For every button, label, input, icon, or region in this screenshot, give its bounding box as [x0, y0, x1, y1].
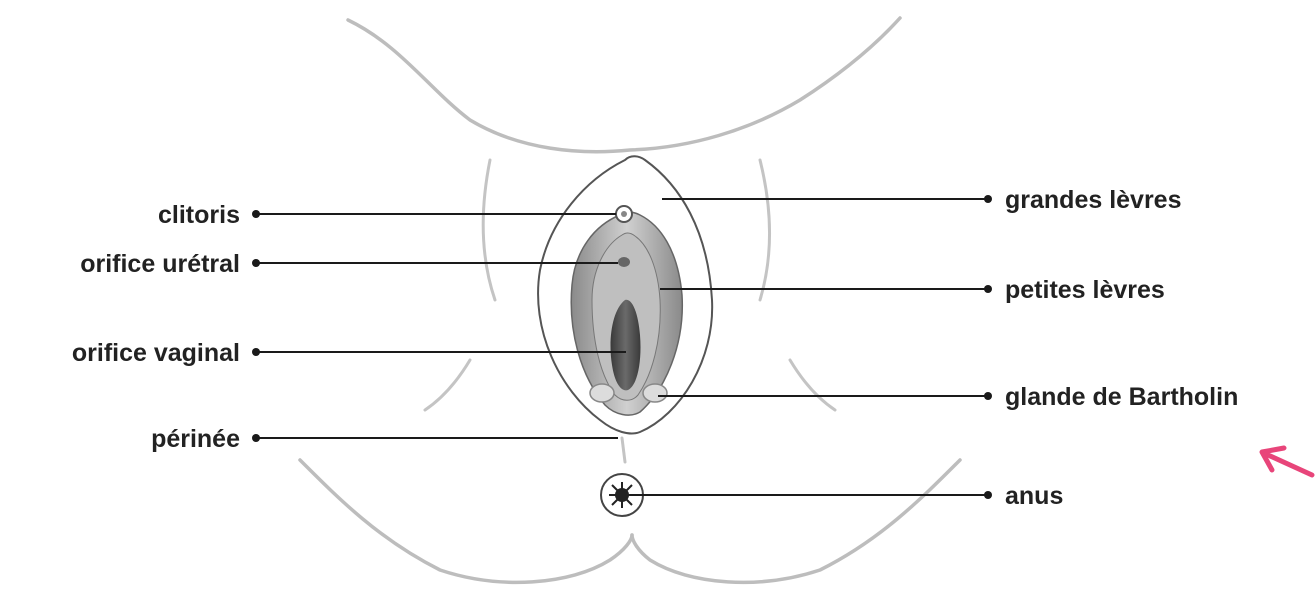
label-anus: anus [1005, 482, 1063, 510]
urethral-orifice-shape [618, 257, 630, 267]
label-orifice-vaginal: orifice vaginal [72, 339, 240, 367]
label-perinee-group: périnée [151, 425, 618, 453]
label-glande-bartholin: glande de Bartholin [1005, 383, 1238, 411]
label-clitoris: clitoris [158, 201, 240, 229]
label-petites-levres-group: petites lèvres [660, 276, 1165, 304]
bartholin-gland-left [590, 384, 614, 402]
label-glande-bartholin-group: glande de Bartholin [658, 383, 1238, 411]
label-orifice-vaginal-group: orifice vaginal [72, 339, 626, 367]
arrow-pointer-icon [1262, 448, 1312, 475]
label-petites-levres: petites lèvres [1005, 276, 1165, 304]
label-orifice-uretral-group: orifice urétral [80, 250, 618, 278]
label-grandes-levres: grandes lèvres [1005, 186, 1182, 214]
bartholin-gland-right [643, 384, 667, 402]
label-perinee: périnée [151, 425, 240, 453]
label-clitoris-group: clitoris [158, 201, 616, 229]
vulva-illustration [538, 156, 712, 516]
label-orifice-uretral: orifice urétral [80, 250, 240, 278]
label-anus-group: anus [630, 482, 1063, 510]
label-grandes-levres-group: grandes lèvres [662, 186, 1182, 214]
